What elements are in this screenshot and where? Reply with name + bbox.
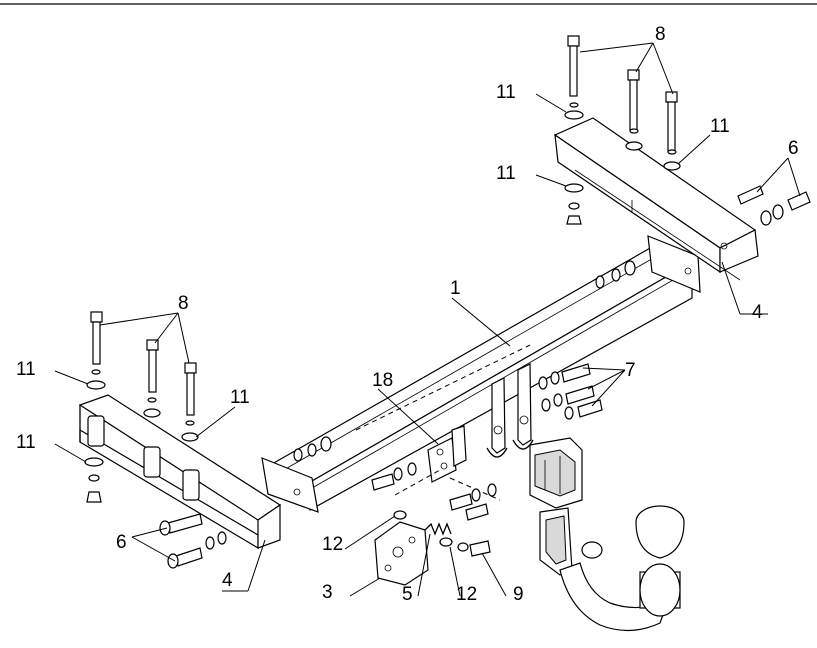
socket-receiver [529,437,583,509]
spring [424,522,453,547]
washers-right [564,102,681,225]
socket-plate [374,510,429,586]
side-bolts-right [737,185,811,226]
callout-18: 18 [372,370,393,391]
bolts-right [567,35,678,153]
callout-12-right: 12 [456,584,477,605]
callout-1: 1 [450,278,461,299]
bar-end-fasteners [293,260,636,462]
leader-lines [54,42,801,597]
callout-3: 3 [322,582,333,603]
callout-6-right: 6 [788,138,799,159]
plate-18 [355,344,531,501]
locking-bolt [457,540,491,557]
main-crossbar [261,235,701,513]
callout-7: 7 [625,360,636,381]
plate-bolts [371,462,497,521]
callout-11-left-right: 11 [230,387,250,408]
callout-9: 9 [513,584,524,605]
side-bolts-left [159,513,227,569]
callout-12-left: 12 [322,534,343,555]
callout-8-left: 8 [178,293,189,314]
callout-11-left-upper: 11 [16,359,36,380]
callout-5: 5 [402,584,413,605]
callout-11-left-lower: 11 [16,432,36,453]
washers-left [84,369,199,503]
callout-6-left: 6 [116,532,127,553]
callout-11-right-upper: 11 [496,82,516,103]
callout-11-right-mid: 11 [710,116,730,137]
right-side-bracket [553,117,759,281]
towball-arm [539,505,685,632]
callout-8-right: 8 [655,24,666,45]
bolts-left [90,311,197,416]
left-side-bracket [78,394,282,550]
callout-4-left: 4 [222,570,233,591]
callout-11-right-lower: 11 [496,163,516,184]
callout-4-right: 4 [752,302,763,323]
